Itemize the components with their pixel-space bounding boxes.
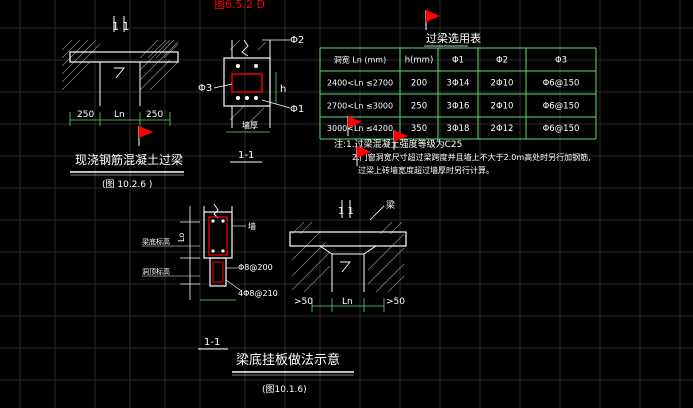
table-cell: 2Φ10 bbox=[491, 79, 514, 89]
fig2-stirrup bbox=[208, 216, 228, 256]
table-cell: 2400<Ln ≤2700 bbox=[327, 79, 393, 88]
section-beam-outline bbox=[223, 57, 271, 107]
lintel-section-figure[interactable]: Φ2 Φ3 Φ1 h 墙厚 1-1 bbox=[198, 35, 304, 163]
fig3-dim-left: >50 bbox=[294, 297, 313, 307]
fig1-dim-ln: Ln bbox=[114, 110, 125, 120]
fig2-label-r1: Φ8@200 bbox=[238, 263, 273, 272]
table-title: 过梁选用表 bbox=[426, 31, 481, 45]
section-stirrup bbox=[231, 73, 263, 93]
fig2-subtitle: (图10.1.6) bbox=[262, 384, 307, 395]
lintel-selection-table[interactable]: 过梁选用表 洞宽 Ln (mm) h(mm) Φ1 Φ2 Φ3 2400<Ln ≤2700… bbox=[319, 31, 597, 140]
fig2-caption: 1-1 bbox=[204, 337, 220, 348]
hanging-plate-section-figure[interactable]: Lo 梁底标高 洞顶标高 墙 Φ8@200 4Φ8@210 1-1 梁底挂板做法… bbox=[142, 203, 354, 395]
fig2-title: 梁底挂板做法示意 bbox=[236, 352, 340, 368]
fig1-wall-hatch bbox=[61, 39, 179, 91]
fig3-dim-right: >50 bbox=[386, 297, 405, 307]
flag-icon bbox=[138, 126, 153, 146]
section-label-right: Φ1 bbox=[290, 104, 304, 115]
fig3-dimension-line bbox=[311, 298, 385, 312]
table-cell: 350 bbox=[411, 124, 427, 134]
table-cell: Φ6@150 bbox=[543, 102, 580, 112]
fig1-dimension-line bbox=[69, 112, 171, 126]
fig1-dim-250-left: 250 bbox=[77, 110, 94, 120]
section-label-b: 墙厚 bbox=[242, 120, 258, 130]
lintel-elevation-figure[interactable]: 1 1 250 Ln 250 现浇钢筋混凝土过梁 bbox=[61, 16, 184, 190]
fig3-dim-ln: Ln bbox=[342, 297, 353, 307]
fig2-hanging-plate bbox=[209, 257, 227, 287]
table-cell: 3000<Ln ≤4200 bbox=[327, 124, 393, 133]
table-cell: Φ6@150 bbox=[543, 124, 580, 134]
section-label-left: Φ3 bbox=[198, 83, 212, 94]
note-line-2: 2.门窗洞宽尺寸超过梁跨度并且墙上不大于2.0m高处时另行加钢筋, bbox=[352, 152, 591, 162]
flag-icon bbox=[393, 130, 408, 150]
flag-icon bbox=[425, 10, 440, 30]
fig3-section-marker: 1 1 bbox=[338, 206, 354, 217]
note-line-3: 过梁上砖墙宽度超过墙厚时另行计算。 bbox=[358, 165, 494, 175]
fig2-label-r2: 4Φ8@210 bbox=[238, 289, 278, 298]
flag-icon bbox=[347, 116, 362, 136]
table-header-cell: Φ3 bbox=[555, 56, 567, 66]
table-cell: 3Φ16 bbox=[447, 102, 470, 112]
table-cell: 2Φ10 bbox=[491, 102, 514, 112]
table-header-cell: 洞宽 Ln (mm) bbox=[334, 55, 386, 65]
table-header-cell: h(mm) bbox=[405, 56, 434, 66]
fig3-label-beam: 梁 bbox=[386, 199, 395, 211]
table-cell: 250 bbox=[411, 102, 427, 112]
section-label-top: Φ2 bbox=[290, 35, 304, 46]
fig1-section-marker: 1 1 bbox=[112, 20, 130, 33]
fig2-label-lo: Lo bbox=[177, 233, 186, 242]
note-line-1: 注:1.过梁混凝土强度等级为C25 bbox=[334, 138, 462, 150]
fig2-label-hole-top: 洞顶标高 bbox=[142, 267, 170, 276]
table-cell: 200 bbox=[411, 79, 427, 89]
fig3-beam bbox=[289, 231, 407, 247]
fig1-subtitle: (图 10.2.6 ) bbox=[102, 179, 152, 190]
fig1-title: 现浇钢筋混凝土过梁 bbox=[75, 152, 183, 167]
table-cell: 2Φ12 bbox=[491, 124, 514, 134]
flag-icon bbox=[356, 146, 371, 166]
section-caption: 1-1 bbox=[238, 150, 254, 161]
top-cut-label: 图6.5.2 D bbox=[214, 0, 265, 11]
table-header-cell: Φ1 bbox=[452, 56, 464, 66]
section-label-h: h bbox=[280, 84, 286, 95]
hanging-plate-elevation-figure[interactable]: 1 1 梁 >50 Ln >50 bbox=[289, 199, 407, 312]
annotation-flags bbox=[138, 10, 440, 166]
table-grid bbox=[319, 47, 597, 140]
fig1-dim-250-right: 250 bbox=[146, 110, 163, 120]
fig2-label-beam-bottom: 梁底标高 bbox=[142, 237, 170, 246]
table-header-cell: Φ2 bbox=[496, 56, 508, 66]
table-cell: 2700<Ln ≤3000 bbox=[327, 102, 393, 111]
fig2-label-wall: 墙 bbox=[248, 221, 256, 231]
table-notes: 注:1.过梁混凝土强度等级为C25 2.门窗洞宽尺寸超过梁跨度并且墙上不大于2.… bbox=[334, 138, 591, 175]
table-cell: Φ6@150 bbox=[543, 79, 580, 89]
table-cells: 洞宽 Ln (mm) h(mm) Φ1 Φ2 Φ3 2400<Ln ≤2700 200 3Φ1… bbox=[327, 55, 580, 135]
table-cell: 3Φ18 bbox=[447, 124, 470, 134]
table-cell: 3Φ14 bbox=[447, 79, 470, 89]
